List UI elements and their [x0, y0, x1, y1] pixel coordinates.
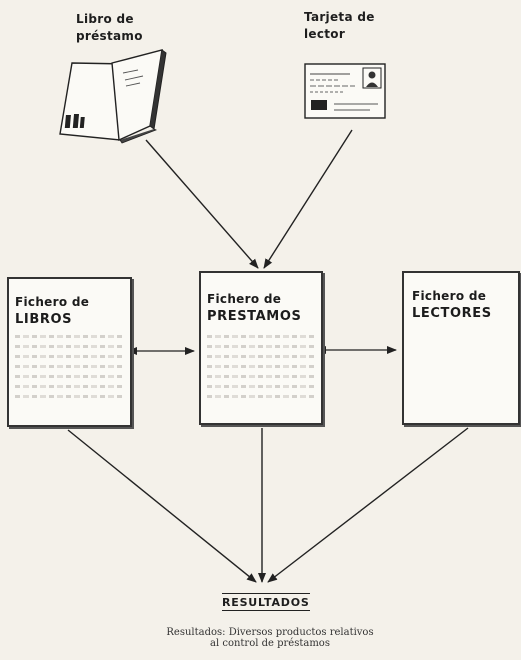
caption-line1: Resultados: Diversos productos relativos: [166, 627, 374, 638]
books-file-title: Fichero de LIBROS: [15, 293, 89, 329]
books-file-card: Fichero de LIBROS: [7, 277, 132, 427]
results-label: RESULTADOS: [222, 593, 310, 611]
card-input-label: Tarjeta de lector: [304, 9, 375, 43]
arrow-readers-to-results: [267, 427, 469, 583]
books-file-line2: LIBROS: [15, 312, 73, 327]
readers-file-line1: Fichero de: [412, 289, 487, 303]
card-label-line1: Tarjeta de: [304, 10, 375, 24]
arrow-book-to-loans: [145, 139, 259, 269]
loans-file-line1: Fichero de: [207, 292, 282, 306]
reader-card-icon: [304, 63, 386, 119]
arrow-books-to-results: [67, 429, 257, 583]
book-label-line1: Libro de: [76, 12, 134, 26]
figure-caption: Resultados: Diversos productos relativos…: [120, 627, 420, 649]
books-file-line1: Fichero de: [15, 295, 90, 309]
arrow-card-to-loans: [263, 129, 353, 269]
readers-file-title: Fichero de LECTORES: [412, 287, 492, 323]
loans-file-line2: PRESTAMOS: [207, 309, 302, 324]
readers-file-card: Fichero de LECTORES: [402, 271, 520, 425]
loans-file-card: Fichero de PRESTAMOS: [199, 271, 323, 425]
caption-line2: al control de préstamos: [210, 638, 330, 649]
readers-file-line2: LECTORES: [412, 306, 492, 321]
loans-file-title: Fichero de PRESTAMOS: [207, 290, 301, 326]
book-icon: [59, 49, 167, 144]
book-label-line2: préstamo: [76, 29, 143, 43]
book-input-label: Libro de préstamo: [76, 11, 143, 45]
card-label-line2: lector: [304, 27, 346, 41]
